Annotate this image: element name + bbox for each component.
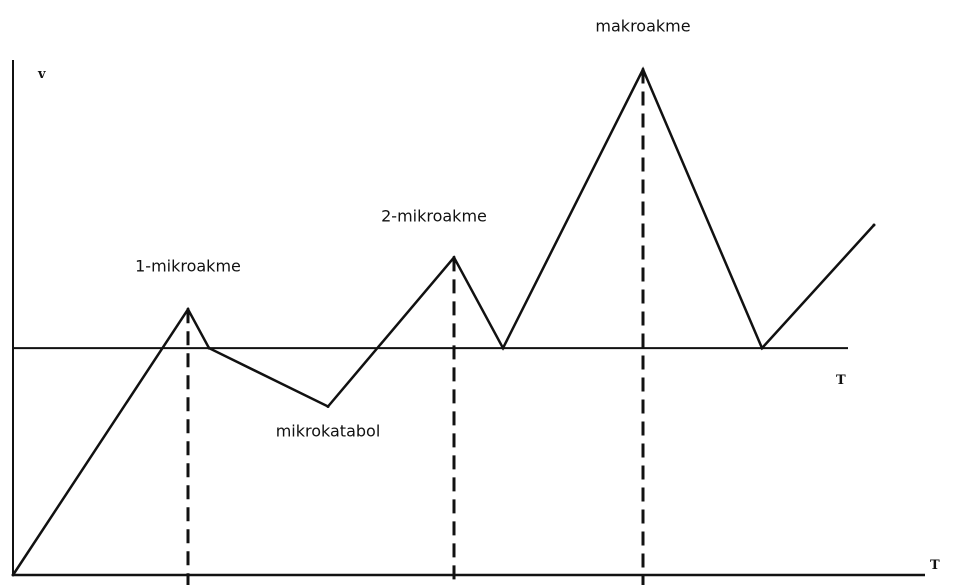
- dashed-drop-lines: [186, 69, 645, 585]
- data-point: [326, 404, 330, 408]
- data-point: [501, 346, 505, 350]
- label-mikrokatabol: mikrokatabol: [276, 421, 381, 440]
- label-makroakme: makroakme: [595, 16, 690, 35]
- axes: [12, 60, 925, 577]
- data-point: [760, 346, 764, 350]
- data-point: [641, 67, 645, 71]
- series-line: [11, 66, 875, 576]
- series: [11, 66, 876, 577]
- labels: vT T 1-mikroakme mikrokatabol 2-mikroakme mak…: [37, 16, 940, 573]
- data-point: [207, 346, 211, 350]
- data-point: [186, 307, 190, 311]
- label-mikroakme-2: 2-mikroakme: [381, 206, 487, 225]
- label-mikroakme-1: 1-mikroakme: [135, 256, 241, 275]
- data-point: [452, 255, 456, 259]
- x-axis-label: T: [930, 558, 940, 573]
- y-axis-label: v: [37, 67, 46, 82]
- zero-line-label: T: [836, 373, 846, 388]
- data-point: [11, 573, 15, 577]
- data-point: [872, 223, 876, 227]
